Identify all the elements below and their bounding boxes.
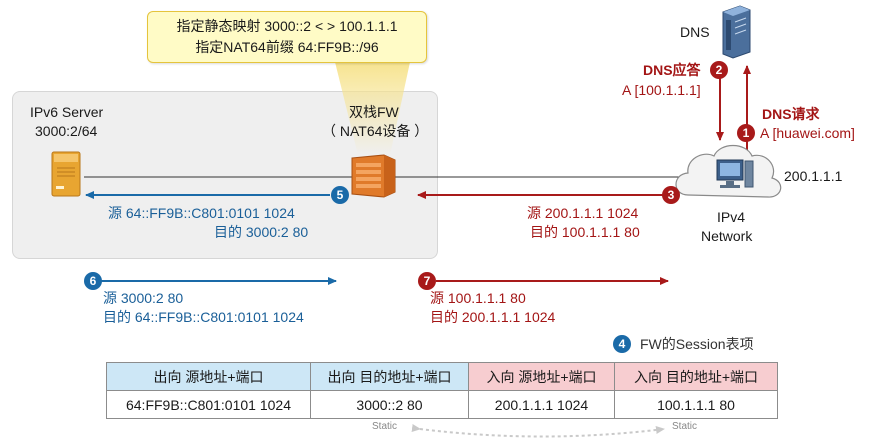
flow-5-dst: 目的 3000:2 80 (214, 224, 309, 240)
flow-7-dst: 目的 200.1.1.1 1024 (430, 309, 556, 325)
step-4-badge: 4 (613, 335, 631, 353)
ipv4-cloud-icon (675, 144, 782, 198)
ipv4-address: 200.1.1.1 (784, 168, 843, 184)
ipv4-label-line2: Network (701, 228, 753, 244)
dns-request-title: DNS请求 (762, 106, 820, 122)
header-in-src: 入向 源地址+端口 (468, 362, 615, 391)
step-2-badge: 2 (710, 61, 728, 79)
ipv6-server-address: 3000:2/64 (35, 123, 98, 139)
step-7-badge: 7 (418, 272, 436, 290)
static-link-curve (411, 424, 665, 438)
session-table-header-row: 出向 源地址+端口 出向 目的地址+端口 入向 源地址+端口 入向 目的地址+端… (106, 362, 778, 391)
session-table-title: FW的Session表项 (640, 336, 754, 352)
cell-in-dst: 100.1.1.1 80 (614, 390, 778, 419)
flow-3-src: 源 200.1.1.1 1024 (527, 205, 639, 221)
firewall-name: 双栈FW (349, 104, 399, 120)
table-row: 64:FF9B::C801:0101 1024 3000::2 80 200.1… (106, 390, 778, 419)
dns-server-icon (722, 5, 751, 59)
header-in-dst: 入向 目的地址+端口 (614, 362, 778, 391)
callout-beam (335, 62, 410, 155)
cell-out-src: 64:FF9B::C801:0101 1024 (106, 390, 311, 419)
flow-6-src: 源 3000:2 80 (103, 290, 184, 306)
ipv6-server-name: IPv6 Server (30, 104, 104, 120)
header-out-dst: 出向 目的地址+端口 (310, 362, 469, 391)
callout-nat64-prefix: 指定NAT64前缀 64:FF9B::/96 (195, 39, 379, 55)
ipv4-label-line1: IPv4 (716, 209, 745, 225)
firewall-icon (351, 154, 396, 198)
dns-response-title: DNS应答 (643, 62, 701, 78)
flow-6-dst: 目的 64::FF9B::C801:0101 1024 (103, 309, 304, 325)
step-5-badge: 5 (331, 186, 349, 204)
flow-3-dst: 目的 100.1.1.1 80 (530, 224, 640, 240)
config-callout: 指定静态映射 3000::2 < > 100.1.1.1 指定NAT64前缀 6… (147, 11, 427, 63)
dns-request-record: A [huawei.com] (760, 125, 855, 141)
header-out-src: 出向 源地址+端口 (106, 362, 311, 391)
static-label-right: Static (672, 421, 698, 432)
cell-out-dst: 3000::2 80 (310, 390, 469, 419)
step-6-badge: 6 (84, 272, 102, 290)
cell-in-src: 200.1.1.1 1024 (468, 390, 615, 419)
dns-response-record: A [100.1.1.1] (622, 82, 701, 98)
step-3-badge: 3 (662, 186, 680, 204)
firewall-subtitle: （ NAT64设备 ） (322, 123, 429, 139)
dns-label: DNS (680, 24, 710, 40)
step-1-badge: 1 (737, 124, 755, 142)
flow-5-src: 源 64::FF9B::C801:0101 1024 (108, 205, 295, 221)
flow-7-src: 源 100.1.1.1 80 (430, 290, 526, 306)
static-label-left: Static (372, 421, 398, 432)
callout-static-mapping: 指定静态映射 3000::2 < > 100.1.1.1 (176, 18, 398, 34)
server-icon (51, 151, 81, 197)
session-table: 出向 源地址+端口 出向 目的地址+端口 入向 源地址+端口 入向 目的地址+端… (106, 362, 778, 419)
